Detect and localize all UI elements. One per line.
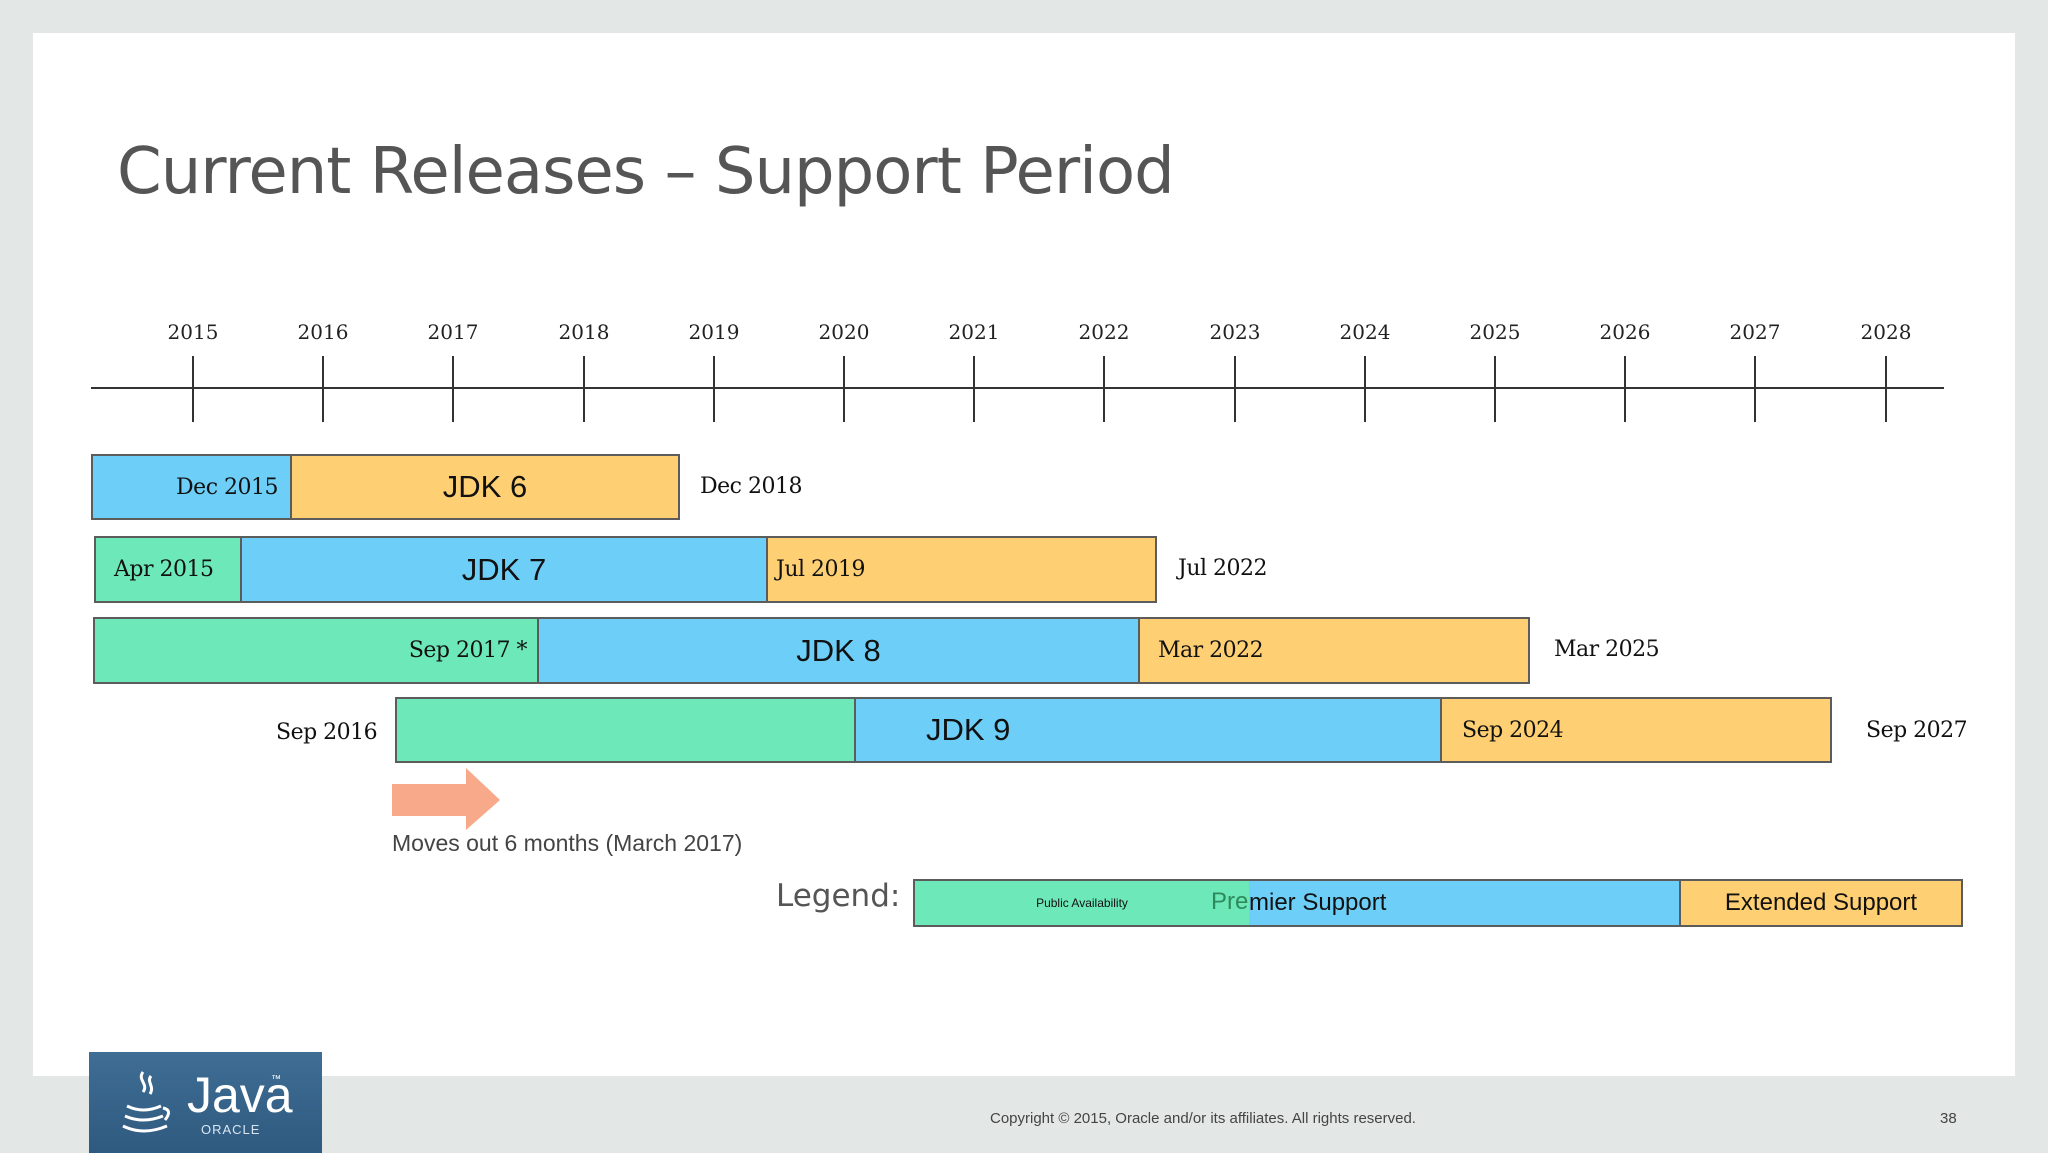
year-label: 2025 xyxy=(1469,320,1521,344)
year-label: 2026 xyxy=(1599,320,1651,344)
oracle-logo-word: ORACLE xyxy=(201,1122,261,1137)
jdk7-extended-start-date: Jul 2019 xyxy=(776,557,866,582)
jdk9-start-date: Sep 2016 xyxy=(276,720,378,745)
jdk7-bar: Apr 2015 JDK 7 Jul 2019 xyxy=(94,536,1157,603)
jdk6-premier-segment: Dec 2015 xyxy=(93,456,290,518)
jdk7-public-date: Apr 2015 xyxy=(114,557,214,582)
move-note: Moves out 6 months (March 2017) xyxy=(392,830,743,856)
slide-title: Current Releases – Support Period xyxy=(117,135,1175,209)
jdk8-extended-start-date: Mar 2022 xyxy=(1158,638,1264,663)
jdk8-public-date: Sep 2017 * xyxy=(408,638,528,663)
legend-bar: Public Availability mier Support Extende… xyxy=(913,879,1963,927)
year-label: 2024 xyxy=(1339,320,1391,344)
jdk6-bar: Dec 2015 JDK 6 xyxy=(91,454,680,520)
year-label: 2019 xyxy=(688,320,740,344)
legend-public-segment: Public Availability xyxy=(915,881,1249,925)
jdk8-end-date: Mar 2025 xyxy=(1554,637,1660,662)
year-label: 2020 xyxy=(818,320,870,344)
legend-public-label: Public Availability xyxy=(1036,896,1128,910)
jdk7-end-date: Jul 2022 xyxy=(1178,556,1268,581)
java-cup-icon xyxy=(122,1071,170,1133)
year-label: 2022 xyxy=(1078,320,1130,344)
page-number: 38 xyxy=(1940,1110,1957,1127)
legend-extended-label: Extended Support xyxy=(1724,889,1918,916)
jdk7-premier-segment: JDK 7 xyxy=(240,538,766,601)
java-logo-word: Java xyxy=(187,1067,293,1123)
year-label: 2027 xyxy=(1729,320,1781,344)
legend-premier-prefix: Pre xyxy=(1211,888,1249,915)
year-label: 2021 xyxy=(948,320,1000,344)
jdk8-extended-segment: Mar 2022 xyxy=(1138,619,1528,682)
jdk6-premier-end-date: Dec 2015 xyxy=(176,474,278,500)
jdk7-name: JDK 7 xyxy=(461,551,547,587)
jdk6-end-date: Dec 2018 xyxy=(700,474,802,499)
jdk9-end-date: Sep 2027 xyxy=(1866,718,1968,743)
java-logo-tm: ™ xyxy=(271,1074,281,1085)
jdk8-premier-segment: JDK 8 xyxy=(537,619,1138,682)
jdk8-bar: Sep 2017 * JDK 8 Mar 2022 xyxy=(93,617,1530,684)
footer xyxy=(0,1076,2048,1153)
legend-title: Legend: xyxy=(776,878,901,914)
jdk9-premier-segment: JDK 9 xyxy=(854,699,1440,761)
jdk9-extended-segment: Sep 2024 xyxy=(1440,699,1830,761)
year-label: 2018 xyxy=(558,320,610,344)
jdk7-public-segment: Apr 2015 xyxy=(96,538,240,601)
jdk9-name: JDK 9 xyxy=(926,712,1011,747)
legend-premier-segment: mier Support xyxy=(1249,881,1679,925)
copyright-text: Copyright © 2015, Oracle and/or its affi… xyxy=(990,1110,1416,1127)
jdk9-extended-start-date: Sep 2024 xyxy=(1462,717,1564,743)
year-label: 2028 xyxy=(1860,320,1912,344)
jdk9-bar: JDK 9 Sep 2024 xyxy=(395,697,1832,763)
java-logo: Java ™ ORACLE xyxy=(89,1052,322,1153)
jdk8-name: JDK 8 xyxy=(796,632,881,668)
year-label: 2017 xyxy=(427,320,479,344)
jdk7-extended-segment: Jul 2019 xyxy=(766,538,1155,601)
jdk6-extended-segment: JDK 6 xyxy=(290,456,678,518)
move-arrow-icon xyxy=(392,768,500,830)
legend-premier-label: mier Support xyxy=(1249,889,1387,916)
jdk8-public-segment: Sep 2017 * xyxy=(95,619,537,682)
legend-extended-segment: Extended Support xyxy=(1679,881,1961,925)
jdk9-public-segment xyxy=(397,699,854,761)
year-label: 2016 xyxy=(297,320,349,344)
year-label: 2023 xyxy=(1209,320,1261,344)
jdk6-name: JDK 6 xyxy=(442,469,528,504)
year-label: 2015 xyxy=(167,320,219,344)
